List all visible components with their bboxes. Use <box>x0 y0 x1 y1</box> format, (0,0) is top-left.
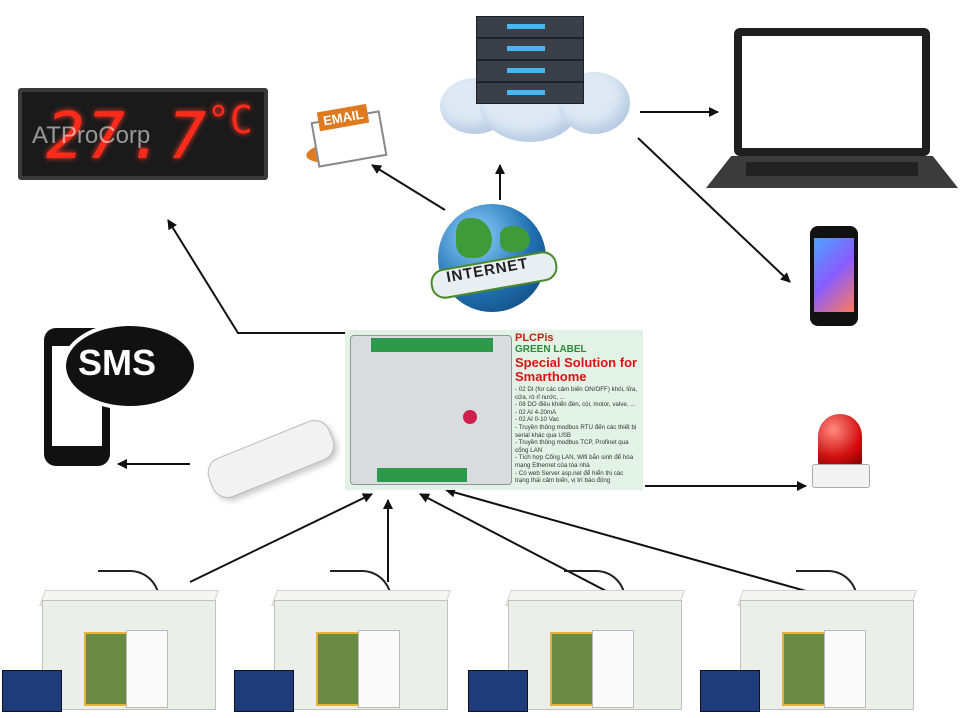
plc-feature: - Có web Server asp.net để hiển thị các … <box>515 469 624 485</box>
server-rack-unit <box>476 82 584 104</box>
cold-room-door <box>358 630 400 708</box>
usb-modem-body <box>202 415 340 503</box>
cold-room-2 <box>234 570 452 716</box>
cold-room-door <box>592 630 634 708</box>
plc-brand: PLCPis <box>515 332 554 344</box>
arrow-plc-to-led <box>167 219 345 334</box>
laptop-screen <box>734 28 930 156</box>
led-digits: 27.7 <box>46 100 209 174</box>
cold-room-door <box>824 630 866 708</box>
server-rack-unit <box>476 60 584 82</box>
smartphone-screen <box>814 238 854 312</box>
compressor-unit <box>468 670 528 712</box>
smartphone-icon <box>810 226 858 326</box>
sms-label: SMS <box>78 342 157 383</box>
laptop-keyboard <box>746 162 918 176</box>
internet-globe-icon: INTERNET <box>428 204 560 324</box>
alarm-siren-icon <box>812 414 882 494</box>
terminal-block <box>377 468 467 482</box>
compressor-unit <box>700 670 760 712</box>
plc-feature: - 02 DI (for các cảm biến ON/OFF) khói, … <box>515 386 638 401</box>
plc-feature: - 02 AI 4-20mA <box>515 408 557 416</box>
compressor-unit <box>234 670 294 712</box>
email-icon: EMAIL <box>300 100 390 170</box>
server-rack-unit <box>476 38 584 60</box>
cold-room-door <box>126 630 168 708</box>
cloud-server-icon <box>440 12 630 144</box>
terminal-block <box>371 338 493 352</box>
cold-room-opening <box>316 632 360 706</box>
laptop-icon <box>706 28 958 190</box>
plc-feature: - Tích hợp Cổng LAN, Wifi bắn sinh để hò… <box>515 454 634 469</box>
usb-modem-icon <box>200 415 346 503</box>
led-temperature-display: 27.7 °C ATProCorp <box>18 88 268 180</box>
cold-room-3 <box>468 570 686 716</box>
cold-room-opening <box>550 632 594 706</box>
plc-title: Special Solution for Smarthome <box>515 355 638 384</box>
arrow-room1-to-plc <box>189 493 373 583</box>
globe-continent <box>500 226 530 252</box>
led-unit: °C <box>207 98 253 142</box>
sms-icon: SMS <box>44 322 198 468</box>
plc-feature-list: - 02 DI (for các cảm biến ON/OFF) khói, … <box>515 386 639 485</box>
cold-room-1 <box>2 570 220 716</box>
plc-feature: - Truyền thông modbus TCP, Profinet qua … <box>515 439 629 454</box>
plc-controller-panel: PLCPis GREEN LABEL Special Solution for … <box>345 330 643 490</box>
plc-feature: - 02 AI 0-10 Vac <box>515 416 559 424</box>
siren-base <box>812 464 870 488</box>
siren-dome <box>818 414 862 466</box>
plc-sublabel: GREEN LABEL <box>515 344 587 355</box>
cold-room-opening <box>84 632 128 706</box>
cold-room-4 <box>700 570 918 716</box>
plc-description: PLCPis GREEN LABEL Special Solution for … <box>515 332 639 485</box>
cold-room-opening <box>782 632 826 706</box>
raspberry-logo-icon <box>463 410 477 424</box>
watermark: ATProCorp <box>32 122 151 149</box>
sms-bubble <box>62 322 198 410</box>
globe-continent <box>456 218 492 258</box>
plc-device <box>350 335 512 485</box>
server-rack-unit <box>476 16 584 38</box>
plc-feature: - Truyền thông modbus RTU đến các thiết … <box>515 423 637 439</box>
plc-feature: - 08 DO điều khiển đèn, còi, motor, valv… <box>515 401 636 409</box>
compressor-unit <box>2 670 62 712</box>
